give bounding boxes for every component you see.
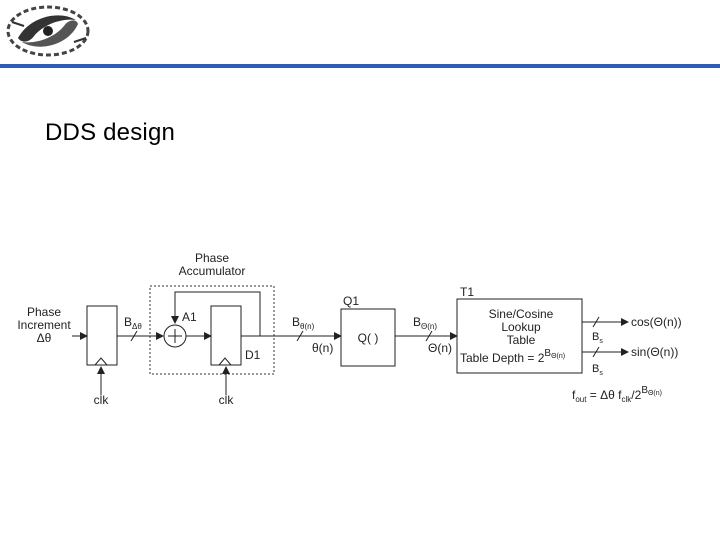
quantizer-text: Q( ) bbox=[358, 331, 379, 345]
phase-increment-label-line2: Increment bbox=[17, 318, 71, 332]
table-text-line3: Table bbox=[507, 333, 536, 347]
adder-label: A1 bbox=[182, 310, 197, 324]
bs-1-label: Bs bbox=[592, 331, 603, 345]
phase-accumulator-box bbox=[149, 285, 275, 375]
table-depth-label: Table Depth = 2BΘ(n) bbox=[460, 348, 565, 365]
accumulator-register-clock-triangle bbox=[218, 357, 232, 366]
b-theta-label: Bθ(n) bbox=[292, 315, 315, 331]
bus-slash-2 bbox=[296, 330, 304, 342]
input-register bbox=[86, 305, 118, 366]
phase-accumulator-label-line1: Phase bbox=[195, 251, 229, 265]
cos-output-label: cos(Θ(n)) bbox=[631, 315, 682, 329]
table-label: T1 bbox=[460, 285, 474, 299]
Theta-n-label: Θ(n) bbox=[428, 341, 452, 355]
header-bar bbox=[0, 64, 720, 68]
b-Theta-label: BΘ(n) bbox=[413, 315, 437, 331]
bus-slash-5 bbox=[592, 346, 600, 358]
sin-output-label: sin(Θ(n)) bbox=[631, 345, 678, 359]
slide-title: DDS design bbox=[45, 119, 176, 146]
accumulator-register bbox=[210, 305, 242, 366]
register-label: D1 bbox=[245, 348, 261, 362]
quantizer-block bbox=[340, 308, 396, 367]
bus-slash-3 bbox=[425, 330, 433, 342]
fout-formula: fout = Δθ fclk/2BΘ(n) bbox=[572, 385, 662, 404]
quantizer-label: Q1 bbox=[343, 294, 359, 308]
institution-logo-icon bbox=[6, 5, 90, 57]
clk-2-label: clk bbox=[219, 393, 235, 407]
b-delta-theta-label: BΔθ bbox=[124, 315, 142, 331]
bs-2-label: Bs bbox=[592, 363, 603, 377]
bus-slash-4 bbox=[592, 316, 600, 328]
phase-increment-label-line3: Δθ bbox=[37, 331, 52, 345]
phase-accumulator-label-line2: Accumulator bbox=[179, 264, 246, 278]
phase-increment-label-line1: Phase bbox=[27, 305, 61, 319]
input-register-clock-triangle bbox=[94, 357, 108, 366]
table-text-line2: Lookup bbox=[501, 320, 541, 334]
theta-n-label: θ(n) bbox=[312, 341, 333, 355]
clk-1-label: clk bbox=[94, 393, 110, 407]
lookup-table-block bbox=[456, 298, 583, 374]
feedback-loop-line bbox=[171, 291, 261, 337]
bus-slash-1 bbox=[130, 330, 138, 342]
table-text-line1: Sine/Cosine bbox=[489, 307, 554, 321]
